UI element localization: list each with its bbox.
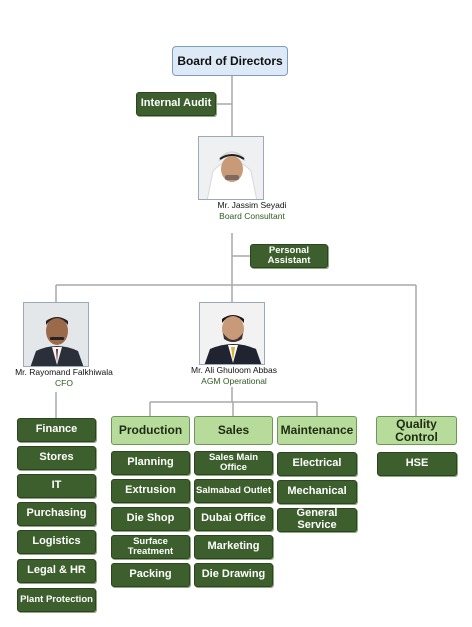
consultant-caption: Mr. Jassim Seyadi Board Consultant xyxy=(190,200,314,221)
sales-main-office: Sales Main Office xyxy=(194,451,273,475)
prod-extrusion: Extrusion xyxy=(111,479,190,503)
consultant-photo xyxy=(198,136,264,200)
sales-marketing: Marketing xyxy=(194,535,273,559)
unit-plant-protection: Plant Protection xyxy=(17,588,96,612)
dept-quality-control: Quality Control xyxy=(376,416,457,445)
quality-hse: HSE xyxy=(377,452,457,476)
agm-role: AGM Operational xyxy=(201,375,267,386)
maint-electrical: Electrical xyxy=(277,452,357,476)
cfo-photo xyxy=(23,302,89,367)
dept-sales: Sales xyxy=(194,416,273,445)
maint-general-service: General Service xyxy=(277,508,357,532)
maint-mechanical: Mechanical xyxy=(277,480,357,504)
unit-stores: Stores xyxy=(17,446,96,470)
sales-die-drawing: Die Drawing xyxy=(194,563,273,587)
prod-packing: Packing xyxy=(111,563,190,587)
sales-dubai-office: Dubai Office xyxy=(194,507,273,531)
personal-assistant-box: Personal Assistant xyxy=(250,244,328,268)
cfo-role: CFO xyxy=(55,377,73,388)
internal-audit-box: Internal Audit xyxy=(136,92,216,116)
prod-planning: Planning xyxy=(111,451,190,475)
dept-production: Production xyxy=(111,416,190,445)
agm-photo xyxy=(199,302,265,365)
dept-maintenance: Maintenance xyxy=(277,416,357,445)
board-of-directors-box: Board of Directors xyxy=(172,46,288,76)
agm-name: Mr. Ali Ghuloom Abbas xyxy=(191,365,277,375)
agm-caption: Mr. Ali Ghuloom Abbas AGM Operational xyxy=(172,365,296,386)
consultant-name: Mr. Jassim Seyadi xyxy=(217,200,287,210)
unit-finance: Finance xyxy=(17,418,96,442)
consultant-role: Board Consultant xyxy=(219,210,285,221)
unit-logistics: Logistics xyxy=(17,530,96,554)
unit-purchasing: Purchasing xyxy=(17,502,96,526)
cfo-name: Mr. Rayomand Falkhiwala xyxy=(15,367,113,377)
unit-it: IT xyxy=(17,474,96,498)
prod-surface-treatment: Surface Treatment xyxy=(111,535,190,559)
prod-die-shop: Die Shop xyxy=(111,507,190,531)
sales-salmabad-outlet: Salmabad Outlet xyxy=(194,479,273,503)
unit-legal-hr: Legal & HR xyxy=(17,559,96,583)
cfo-caption: Mr. Rayomand Falkhiwala CFO xyxy=(2,367,126,388)
